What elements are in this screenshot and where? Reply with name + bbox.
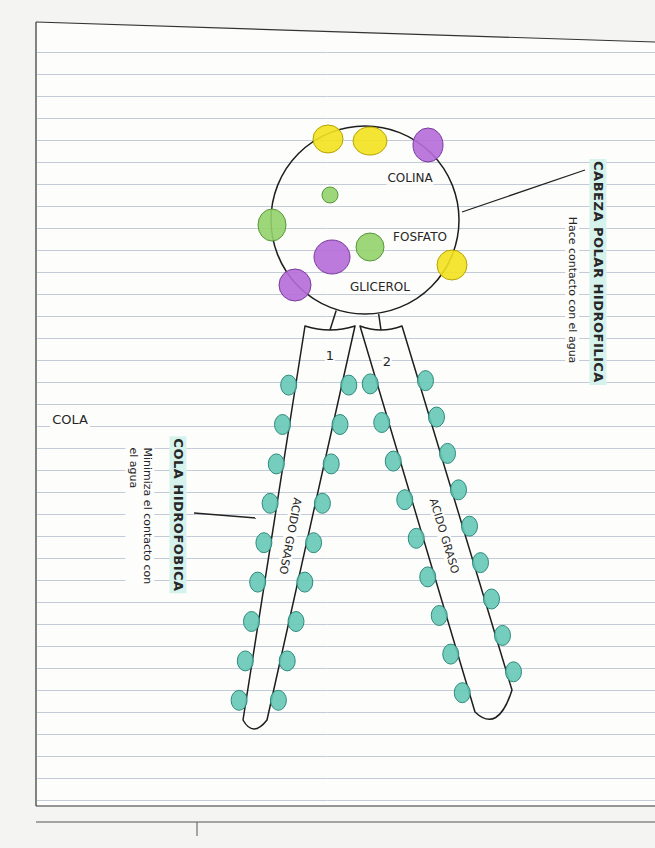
molecule-dot bbox=[262, 493, 278, 513]
molecule-dot bbox=[473, 553, 489, 573]
molecule-dot bbox=[279, 651, 295, 671]
section-label: COLA bbox=[50, 412, 90, 429]
molecule-dot bbox=[297, 572, 313, 592]
bond-connector bbox=[379, 314, 381, 330]
molecule-dot bbox=[397, 490, 413, 510]
page-edge bbox=[36, 22, 655, 42]
molecule-dot bbox=[268, 454, 284, 474]
annotation-note: Minimiza el contacto con el agua bbox=[126, 446, 155, 595]
molecule-dot bbox=[353, 127, 387, 155]
molecule-dot bbox=[244, 612, 260, 632]
molecule-dot bbox=[237, 651, 253, 671]
molecule-dot bbox=[275, 415, 291, 435]
molecule-dot bbox=[506, 662, 522, 682]
annotation-heading: COLA HIDROFOBICA bbox=[170, 436, 187, 593]
molecule-dot bbox=[385, 451, 401, 471]
molecule-dot bbox=[437, 250, 467, 280]
part-name: FOSFATO bbox=[392, 230, 448, 244]
page-edge bbox=[36, 822, 655, 823]
molecule-dot bbox=[313, 125, 343, 153]
molecule-dot bbox=[250, 572, 266, 592]
molecule-dot bbox=[322, 187, 338, 203]
head-outline bbox=[271, 126, 459, 314]
page-edge bbox=[197, 822, 198, 836]
molecule-dot bbox=[484, 589, 500, 609]
molecule-dot bbox=[341, 375, 357, 395]
ruled-lines bbox=[37, 52, 655, 802]
molecule-dot bbox=[256, 533, 272, 553]
molecule-dot bbox=[231, 690, 247, 710]
molecule-dot bbox=[418, 371, 434, 391]
molecule-dot bbox=[429, 407, 445, 427]
molecule-dot bbox=[495, 625, 511, 645]
annotation-heading: CABEZA POLAR HIDROFILICA bbox=[590, 159, 607, 385]
leader-line bbox=[194, 513, 256, 518]
molecule-dot bbox=[279, 269, 311, 301]
part-name: ACIDO GRASO bbox=[276, 496, 304, 577]
paper-sheet bbox=[36, 22, 655, 806]
callout-number: 1 bbox=[325, 348, 335, 364]
molecule-dot bbox=[314, 493, 330, 513]
molecule-dot bbox=[356, 233, 384, 261]
molecule-dot bbox=[332, 415, 348, 435]
molecule-dot bbox=[362, 374, 378, 394]
fatty-acid-tail: 1ACIDO GRASO bbox=[225, 322, 365, 737]
molecule-dot bbox=[374, 413, 390, 433]
leader-line bbox=[462, 170, 585, 212]
molecule-dot bbox=[462, 516, 478, 536]
fatty-acid-tail: 2ACIDO GRASO bbox=[340, 322, 530, 732]
molecule-dot bbox=[454, 683, 470, 703]
molecule-dot bbox=[270, 690, 286, 710]
part-name: GLICEROL bbox=[349, 280, 411, 294]
molecule-dot bbox=[323, 454, 339, 474]
molecule-dot bbox=[314, 240, 350, 274]
molecule-dot bbox=[288, 612, 304, 632]
molecule-dot bbox=[431, 606, 447, 626]
molecule-dot bbox=[408, 528, 424, 548]
molecule-dot bbox=[306, 533, 322, 553]
bond-connector bbox=[330, 311, 336, 330]
page-edge bbox=[36, 805, 655, 806]
tail-outline bbox=[243, 326, 355, 729]
part-name: COLINA bbox=[386, 171, 433, 185]
molecule-dot bbox=[413, 128, 443, 162]
molecule-dot bbox=[420, 567, 436, 587]
molecule-dot bbox=[443, 644, 459, 664]
page-edge bbox=[35, 22, 36, 806]
molecule-dot bbox=[440, 443, 456, 463]
molecule-dot bbox=[451, 480, 467, 500]
head-circle: COLINA FOSFATO GLICEROL bbox=[270, 125, 460, 315]
tail-outline bbox=[360, 326, 512, 719]
annotation-note: Hace contacto con el agua bbox=[565, 215, 579, 366]
molecule-dot bbox=[258, 209, 286, 241]
molecule-dot bbox=[281, 375, 297, 395]
callout-number: 2 bbox=[382, 354, 392, 370]
